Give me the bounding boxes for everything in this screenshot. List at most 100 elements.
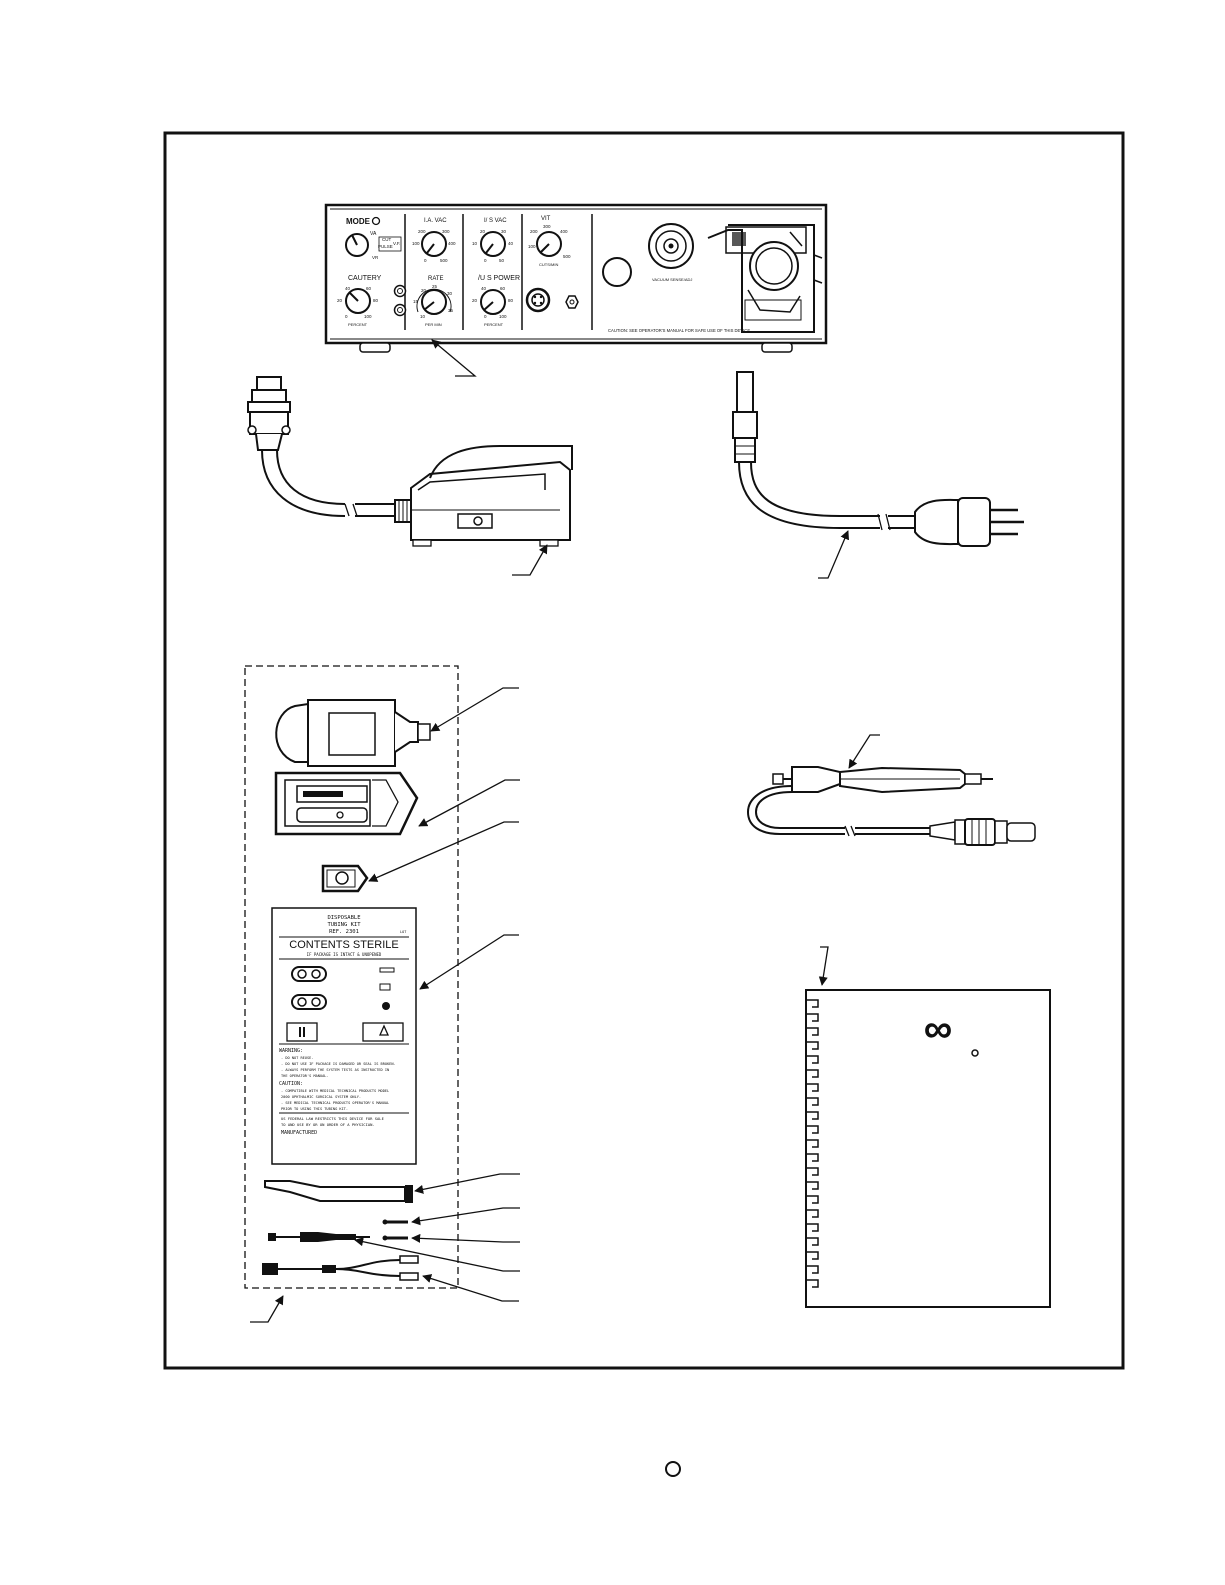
us-power-tick: 20: [472, 298, 478, 303]
vit-tick: 400: [560, 229, 568, 234]
rate-tick: 35: [448, 308, 454, 313]
package-caution-line: PRIOR TO USING THIS TUBING KIT.: [281, 1107, 348, 1111]
package-warning-line: - DO NOT USE IF PACKAGE IS DAMAGED OR SE…: [281, 1062, 396, 1066]
fragmatome-needle: [264, 1180, 413, 1203]
spiral-loop: [806, 1139, 819, 1148]
is-vac-tick: 20: [480, 229, 486, 234]
power-cord-plug: [914, 498, 959, 546]
cautery-tick: 40: [345, 286, 351, 291]
handpiece-connector-port: [525, 287, 551, 313]
mode-option-pulse: PULSE: [378, 244, 393, 249]
console-caution-text: CAUTION: SEE OPERATOR'S MANUAL FOR SAFE …: [608, 328, 750, 333]
spiral-loop: [806, 1125, 819, 1134]
needle-leader: [414, 1173, 520, 1194]
power-cord-leader: [818, 530, 849, 579]
spiral-loop: [806, 1195, 819, 1204]
console-leader: [431, 339, 477, 377]
is-vac-tick: 50: [499, 258, 505, 263]
package-law-line: TO AND USE BY OR ON ORDER OF A PHYSICIAN…: [281, 1122, 375, 1127]
footswitch-connector: [256, 376, 282, 392]
package-caution-title: CAUTION:: [279, 1081, 303, 1087]
package-line1: DISPOSABLE: [327, 915, 360, 921]
us-power-tick: 0: [484, 314, 487, 319]
cautery-label: CAUTERY: [348, 275, 382, 282]
spiral-binding: [806, 999, 819, 1288]
rate-unit: PER MIN: [425, 322, 442, 327]
cautery-cable: [262, 1255, 419, 1281]
package-title: CONTENTS STERILE: [289, 939, 398, 951]
cautery-cable-leader: [422, 1274, 519, 1302]
collection-bag: [275, 699, 431, 767]
pump-cassette-leader: [418, 779, 520, 827]
is-vac-tick: 40: [508, 241, 514, 246]
handpiece-leader: [848, 734, 880, 769]
ultrasonic-handpiece: [746, 766, 1036, 846]
ia-vac-tick: 100: [412, 241, 420, 246]
package-warning-title: WARNING:: [279, 1048, 303, 1054]
tubing-kit-leader: [250, 1295, 284, 1323]
package-manufactured: MANUFACTURED: [281, 1130, 317, 1136]
footswitch-assembly: [247, 376, 573, 547]
spiral-loop: [806, 1167, 819, 1176]
is-vac-tick: 0: [484, 258, 487, 263]
is-vac-tick: 30: [501, 229, 507, 234]
ia-vac-label: I.A. VAC: [424, 218, 447, 224]
pin1-leader: [411, 1207, 520, 1226]
tubing-kit-boundary: [244, 665, 459, 1289]
peristaltic-pump: [707, 224, 823, 333]
mode-option-cut: CUT: [382, 237, 391, 242]
package-line2: TUBING KIT: [327, 922, 361, 928]
rate-tick: 25: [432, 284, 438, 289]
is-vac-label: I/ S VAC: [484, 218, 507, 224]
spiral-loop: [806, 1097, 819, 1106]
spiral-loop: [806, 1083, 819, 1092]
spiral-loop: [806, 1223, 819, 1232]
rate-label: RATE: [428, 276, 444, 282]
pin2-leader: [411, 1233, 520, 1243]
package-line3: REF. 2301: [329, 929, 359, 935]
package-caution-line: - COMPATIBLE WITH MEDICAL TECHNICAL PROD…: [281, 1089, 389, 1093]
spiral-loop: [806, 1013, 819, 1022]
ia-vac-tick: 300: [442, 229, 450, 234]
cautery-tick: 0: [345, 314, 348, 319]
collection-bag-leader: [430, 687, 519, 732]
package-law-line: US FEDERAL LAW RESTRICTS THIS DEVICE FOR…: [281, 1116, 385, 1121]
power-cord-iec-connector: [736, 371, 754, 413]
tubing-set: [268, 1232, 370, 1242]
cautery-jack-top: [393, 284, 407, 298]
console-foot-right: [761, 342, 793, 353]
vit-tick: 100: [528, 244, 536, 249]
spiral-loop: [806, 1069, 819, 1078]
spiral-loop: [806, 1209, 819, 1218]
mode-label: MODE: [346, 217, 371, 226]
vit-tick: 200: [530, 229, 538, 234]
spiral-loop: [806, 1237, 819, 1246]
package-caution-line: 2000 OPHTHALMIC SURGICAL SYSTEM ONLY.: [281, 1095, 361, 1099]
ia-vac-tick: 0: [424, 258, 427, 263]
small-cassette: [321, 864, 369, 893]
spiral-loop: [806, 1181, 819, 1190]
package-label-leader: [419, 934, 519, 990]
tubing-set-leader: [354, 1237, 520, 1272]
cautery-jack-bottom: [393, 303, 407, 317]
spiral-loop: [806, 999, 819, 1008]
cautery-unit: PERCENT: [348, 322, 368, 327]
spiral-loop: [806, 1111, 819, 1120]
spiral-loop: [806, 1055, 819, 1064]
rate-tick: 20: [421, 288, 427, 293]
vacuum-label: VACUUM SENSE/ADJ: [652, 277, 692, 282]
figure-border: [163, 131, 1125, 1370]
rate-tick: 15: [413, 299, 419, 304]
package-warning-line: - DO NOT REUSE.: [281, 1056, 313, 1060]
small-cassette-leader: [368, 821, 519, 882]
vit-label: VIT: [541, 216, 551, 222]
mode-option-vf: V.F.: [393, 241, 400, 246]
rate-tick: 30: [447, 291, 453, 296]
rate-tick: 10: [420, 314, 426, 319]
package-warning-line: THE OPERATOR'S MANUAL.: [281, 1074, 329, 1078]
package-warning-line: - ALWAYS PERFORM THE SYSTEM TESTS AS INS…: [281, 1068, 389, 1072]
ia-vac-tick: 400: [448, 241, 456, 246]
spiral-loop: [806, 1041, 819, 1050]
ia-vac-tick: 200: [418, 229, 426, 234]
